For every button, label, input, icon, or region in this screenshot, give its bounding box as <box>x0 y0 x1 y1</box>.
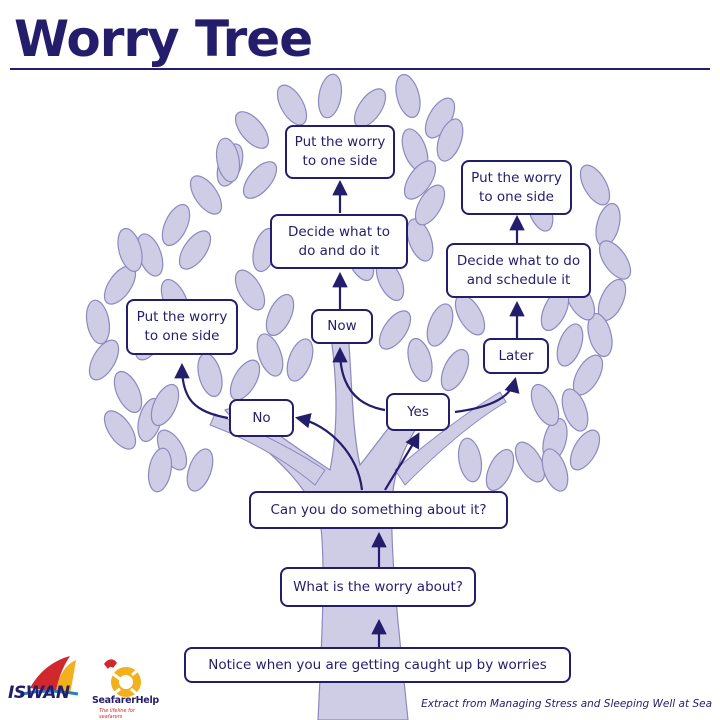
node-put-aside-left: Put the worry to one side <box>126 299 238 355</box>
leaf <box>426 303 454 347</box>
tree-branch-right <box>394 391 507 486</box>
footer-credit: Extract from Managing Stress and Sleepin… <box>421 698 712 710</box>
seafarer-help-logo-mark <box>104 659 141 697</box>
node-decide-do: Decide what to do and do it <box>270 214 408 269</box>
leaf <box>440 348 470 392</box>
node-decide-schedule: Decide what to do and schedule it <box>446 243 591 298</box>
leaf <box>579 164 611 206</box>
iswan-logo-text: ISWAN <box>8 683 70 703</box>
arrow-can-to-yes <box>384 432 420 491</box>
leaf <box>485 448 515 492</box>
leaf <box>234 269 266 311</box>
leaf <box>457 437 483 483</box>
arrow-yes-to-now <box>332 346 386 412</box>
leaf <box>85 299 111 345</box>
leaf <box>197 352 223 398</box>
seafarer-help-tagline: The lifeline for seafarers <box>99 708 135 720</box>
leaf <box>403 160 437 200</box>
node-later: Later <box>483 338 549 374</box>
iswan-logo-mark <box>19 656 79 697</box>
leaf <box>286 338 314 382</box>
leaf <box>598 240 632 280</box>
leaf <box>256 333 284 377</box>
leaf <box>186 448 214 492</box>
arrow-yes-to-later <box>454 377 520 414</box>
node-what-about: What is the worry about? <box>280 567 476 607</box>
tree-leaves <box>85 73 632 493</box>
node-can-you: Can you do something about it? <box>249 491 508 529</box>
leaf <box>530 383 560 427</box>
leaf <box>178 230 212 270</box>
leaf <box>229 359 261 401</box>
node-put-aside-top: Put the worry to one side <box>285 125 395 179</box>
leaf <box>265 293 295 337</box>
leaf <box>436 118 464 162</box>
leaf <box>414 184 446 226</box>
leaf <box>215 137 241 183</box>
leaf <box>407 337 433 383</box>
leaf <box>541 448 569 492</box>
leaf <box>556 323 584 367</box>
node-now: Now <box>311 309 373 344</box>
leaf <box>395 73 421 119</box>
node-put-aside-right: Put the worry to one side <box>461 160 572 215</box>
leaf <box>113 370 143 414</box>
leaf <box>242 161 278 199</box>
leaf <box>234 111 270 149</box>
leaf <box>406 218 434 262</box>
leaf <box>161 203 191 247</box>
leaf <box>88 339 120 381</box>
leaf <box>103 410 137 450</box>
leaf <box>514 441 546 483</box>
leaf <box>189 175 223 215</box>
leaf <box>117 227 143 273</box>
title-underline <box>10 68 710 70</box>
arrow-no-to-put-left <box>174 362 229 420</box>
leaf <box>317 73 343 119</box>
leaf <box>561 388 589 432</box>
arrow-can-to-no <box>294 413 364 491</box>
flow-arrows <box>174 179 525 647</box>
leaf <box>378 310 412 350</box>
leaf <box>150 383 180 427</box>
leaf <box>276 84 308 126</box>
seafarer-help-logo-text: SeafarerHelp <box>92 695 159 706</box>
leaf <box>147 447 173 493</box>
node-yes: Yes <box>386 393 450 431</box>
node-notice: Notice when you are getting caught up by… <box>184 647 571 683</box>
page-title: Worry Tree <box>14 10 313 68</box>
leaf <box>569 429 601 471</box>
node-no: No <box>229 399 294 437</box>
